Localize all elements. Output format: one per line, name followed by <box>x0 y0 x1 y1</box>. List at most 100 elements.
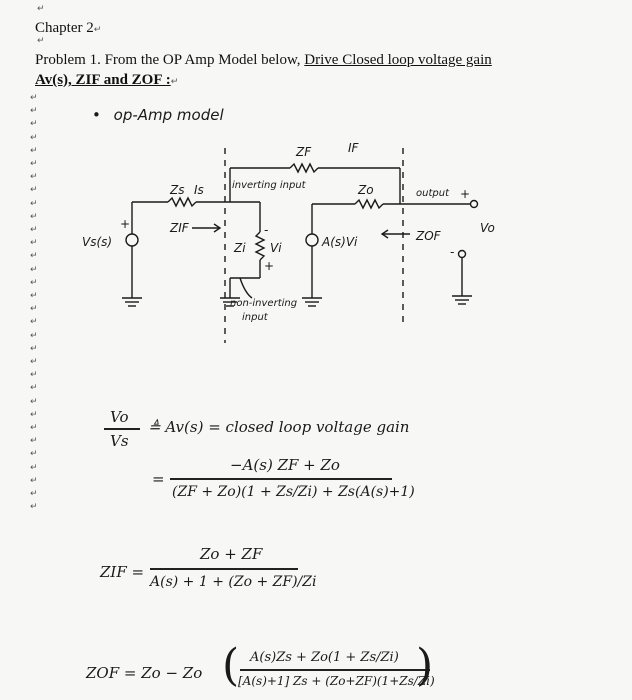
plus-input-label: + <box>264 259 274 273</box>
paragraph-mark: ↵ <box>30 436 38 447</box>
notes-heading-text: op-Amp model <box>113 106 224 124</box>
paragraph-mark: ↵ <box>30 132 38 143</box>
paragraph-mark: ↵ <box>37 4 45 14</box>
paragraph-mark: ↵ <box>37 36 45 46</box>
paragraph-mark: ↵ <box>30 475 38 486</box>
avi-label: A(s)Vi <box>321 235 358 249</box>
zof-lhs: ZOF = Zo − Zo <box>86 664 203 682</box>
zi-label: Zi <box>233 241 246 255</box>
fraction-bar <box>170 478 392 480</box>
zof-close-paren: ) <box>416 640 434 691</box>
paragraph-mark: ↵ <box>30 119 38 130</box>
zs-resistor <box>167 196 197 208</box>
non-inverting-label: non-inverting <box>230 298 297 309</box>
paragraph-mark: ↵ <box>30 357 38 368</box>
zs-label: Zs <box>169 183 184 197</box>
zo-label: Zo <box>357 183 374 197</box>
zof-label: ZOF <box>415 229 442 243</box>
paragraph-mark: ↵ <box>30 277 38 288</box>
zi-resistor <box>254 231 266 261</box>
zif-lhs: ZIF = <box>100 563 145 581</box>
op-amp-circuit-diagram: ZF IF Zs Is inverting input Zo output + … <box>82 141 495 343</box>
chapter-title: Chapter 2 <box>35 20 94 36</box>
vo-label: Vo <box>480 221 495 235</box>
av-definition: ≜ Av(s) = closed loop voltage gain <box>148 418 410 436</box>
zof-numerator: A(s)Zs + Zo(1 + Zs/Zi) <box>250 650 399 665</box>
zif-numerator: Zo + ZF <box>200 545 263 563</box>
paragraph-mark: ↵ <box>30 251 38 262</box>
paragraph-mark: ↵ <box>170 77 179 87</box>
paragraph-mark: ↵ <box>30 238 38 249</box>
paragraph-mark: ↵ <box>30 449 38 460</box>
vs-label: Vs(s) <box>82 235 112 249</box>
paragraph-mark: ↵ <box>30 185 38 196</box>
fraction-bar <box>104 428 140 430</box>
vo-symbol: Vo <box>110 408 129 426</box>
notes-heading: • op-Amp model <box>92 106 224 124</box>
non-inverting-arrow <box>239 277 253 299</box>
paragraph-mark: ↵ <box>30 383 38 394</box>
equals-sign: = <box>152 470 165 488</box>
ground-symbol <box>302 297 322 307</box>
paragraph-mark: ↵ <box>30 198 38 209</box>
input-label: input <box>242 312 269 323</box>
paragraph-mark: ↵ <box>30 502 38 513</box>
if-label: IF <box>348 141 360 155</box>
output-label: output <box>416 188 450 199</box>
ground-symbol <box>122 297 142 307</box>
problem-statement: Problem 1. From the OP Amp Model below, … <box>35 50 615 92</box>
paragraph-mark: ↵ <box>30 423 38 434</box>
vi-label: Vi <box>270 241 282 255</box>
inverting-input-label: inverting input <box>232 180 307 191</box>
chapter-heading: Chapter 2↵ <box>35 20 101 37</box>
paragraph-marks-column: ↵↵↵↵↵↵↵↵↵↵↵↵↵↵↵↵↵↵↵↵↵↵↵↵↵↵↵↵↵↵↵↵ <box>30 92 40 515</box>
output-terminal <box>457 249 467 259</box>
vs-symbol: Vs <box>110 432 129 450</box>
minus-input-label: - <box>264 223 268 237</box>
paragraph-mark: ↵ <box>30 462 38 473</box>
zof-open-paren: ( <box>222 640 240 691</box>
paragraph-mark: ↵ <box>30 93 38 103</box>
paragraph-mark: ↵ <box>30 317 38 328</box>
paragraph-mark: ↵ <box>30 264 38 275</box>
ground-symbol <box>452 295 472 305</box>
problem-line-two: Av(s), ZIF and ZOF : <box>35 72 171 88</box>
zif-arrowhead <box>213 223 222 233</box>
zif-denominator: A(s) + 1 + (Zo + ZF)/Zi <box>150 574 317 590</box>
minus-output-label: - <box>450 245 454 259</box>
paragraph-mark: ↵ <box>30 330 38 341</box>
paragraph-mark: ↵ <box>93 25 102 35</box>
bullet: • <box>92 106 101 124</box>
paragraph-mark: ↵ <box>30 370 38 381</box>
fraction-bar <box>240 669 430 671</box>
paragraph-mark: ↵ <box>30 225 38 236</box>
fraction-bar <box>150 568 298 570</box>
paragraph-mark: ↵ <box>30 304 38 315</box>
source-vs-symbol <box>125 233 139 247</box>
zof-arrowhead <box>380 229 389 239</box>
zif-label: ZIF <box>169 221 190 235</box>
paragraph-mark: ↵ <box>30 489 38 500</box>
output-terminal <box>469 199 479 209</box>
zf-resistor <box>289 162 319 174</box>
paragraph-mark: ↵ <box>30 343 38 354</box>
paragraph-mark: ↵ <box>30 106 38 117</box>
plus-output-label: + <box>460 187 470 201</box>
paragraph-mark: ↵ <box>30 409 38 420</box>
zf-label: ZF <box>295 145 312 159</box>
problem-underlined-text: Drive Closed loop voltage gain <box>304 52 492 68</box>
av-numerator: −A(s) ZF + Zo <box>230 456 340 474</box>
zof-denominator: [A(s)+1] Zs + (Zo+ZF)(1+Zs/Zi) <box>238 674 435 688</box>
ground-symbol <box>220 297 240 307</box>
paragraph-mark: ↵ <box>30 211 38 222</box>
paragraph-mark: ↵ <box>30 172 38 183</box>
is-label: Is <box>194 183 204 197</box>
problem-prefix: Problem 1. From the OP Amp Model below, <box>35 52 305 68</box>
plus-source-label: + <box>120 217 130 231</box>
dependent-source-symbol <box>305 233 319 247</box>
paragraph-mark: ↵ <box>30 145 38 156</box>
zo-resistor <box>354 198 384 210</box>
paragraph-mark: ↵ <box>30 159 38 170</box>
paragraph-mark: ↵ <box>30 396 38 407</box>
